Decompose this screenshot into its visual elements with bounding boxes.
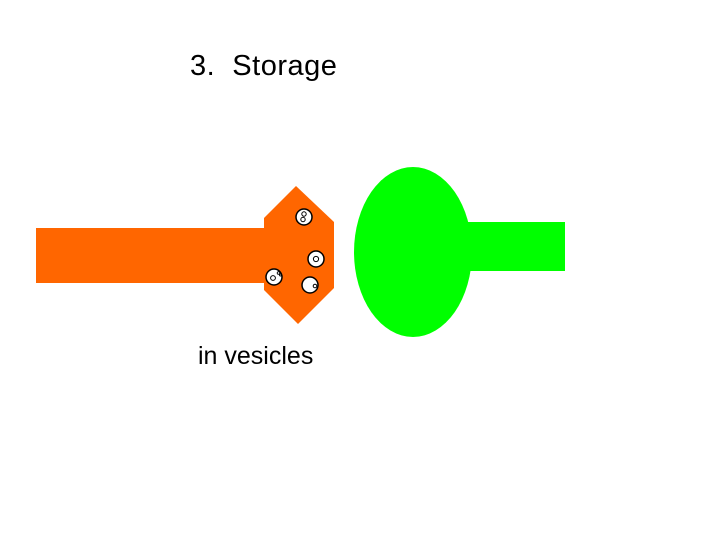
- presynaptic-axon: [36, 228, 268, 283]
- presynaptic-neuron: [36, 186, 334, 324]
- vesicle: [308, 251, 324, 267]
- postsynaptic-head: [354, 167, 472, 337]
- vesicle: [302, 277, 318, 293]
- vesicle: [296, 209, 312, 225]
- postsynaptic-neuron: [354, 167, 565, 337]
- slide-caption: in vesicles: [198, 342, 313, 371]
- vesicle: [266, 269, 282, 285]
